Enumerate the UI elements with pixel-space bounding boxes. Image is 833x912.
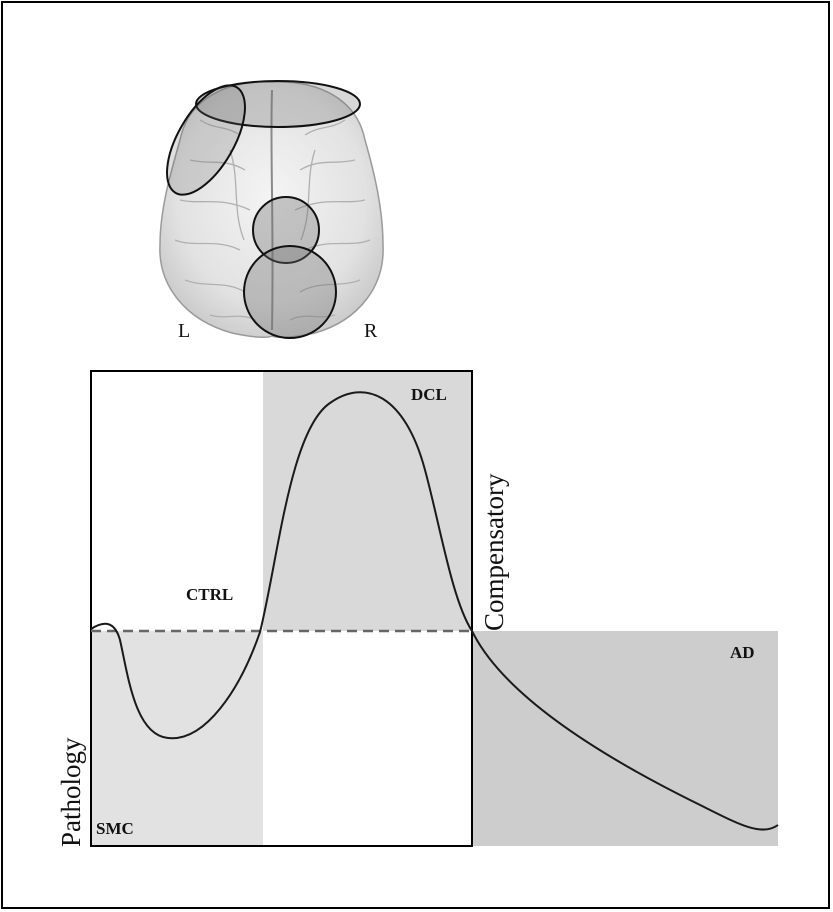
ad-zone — [472, 631, 778, 846]
brain-right-label: R — [364, 320, 378, 342]
precuneus-region — [243, 245, 337, 339]
brain-left-label: L — [178, 320, 190, 342]
pathology-label: Pathology — [56, 737, 86, 847]
zone-label-ctrl: CTRL — [186, 585, 233, 604]
frontal-region — [195, 80, 361, 128]
trajectory-plot: DCL CTRL AD SMC Compensatory Pathology — [56, 370, 779, 847]
brain-midline — [270, 89, 274, 331]
dcl-zone — [263, 371, 472, 631]
zone-label-smc: SMC — [96, 819, 134, 838]
brain-gyri — [174, 119, 371, 321]
plot-box — [90, 370, 473, 847]
brain-illustration: L R — [159, 80, 384, 342]
zone-label-ad: AD — [730, 643, 755, 662]
posterior-cingulate-region — [252, 196, 320, 264]
zone-label-dcl: DCL — [411, 385, 447, 404]
compensatory-label: Compensatory — [479, 473, 509, 631]
left-prefrontal-region — [166, 84, 246, 196]
trajectory-curve — [90, 391, 779, 831]
